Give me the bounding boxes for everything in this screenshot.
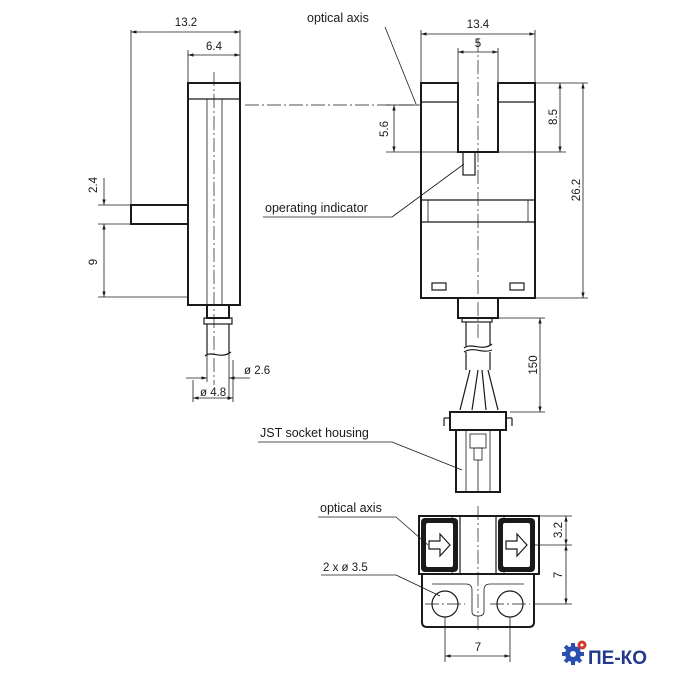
- brand-logo: ПЕ-КО: [562, 640, 647, 669]
- dim-cable-length: 150: [528, 355, 540, 374]
- dim-side-body: 6.4: [206, 41, 223, 53]
- dim-front-width: 13.4: [467, 19, 490, 31]
- dim-axis-offset: 5.6: [379, 121, 391, 137]
- label-optical-axis-bottom: optical axis: [320, 501, 382, 515]
- arrow-right-icon: [428, 532, 451, 558]
- dim-total-height: 26.2: [571, 179, 583, 201]
- arrow-right-icon: [505, 532, 528, 558]
- gear-icon: [562, 640, 587, 665]
- label-operating-indicator: operating indicator: [265, 201, 368, 215]
- dim-side-width: 13.2: [175, 17, 197, 29]
- dim-hole-spacing: 7: [475, 642, 481, 654]
- dim-sleeve-diameter: ø 4.8: [200, 387, 226, 399]
- dim-slot-depth: 8.5: [548, 109, 560, 125]
- dim-tab-height: 9: [88, 259, 100, 265]
- jst-housing: [443, 411, 513, 493]
- side-sleeve: [206, 304, 230, 319]
- bottom-view: 3.2 7 7: [418, 506, 572, 662]
- dim-tab-thickness: 2.4: [88, 176, 100, 193]
- mounting-plate: [421, 573, 535, 628]
- label-optical-axis-top: optical axis: [307, 11, 369, 25]
- side-tab: [130, 204, 189, 225]
- dim-slot-width: 5: [475, 38, 481, 50]
- label-jst-socket-housing: JST socket housing: [260, 426, 369, 440]
- side-view: 13.2 6.4 2.4 9 ø 2.6 ø 4.8: [88, 17, 270, 402]
- dim-cable-diameter: ø 2.6: [244, 365, 270, 377]
- logo-text: ПЕ-КО: [588, 648, 647, 669]
- callouts: optical axis operating indicator JST soc…: [258, 11, 465, 597]
- front-view: 13.4 5 5.6 8.5 26.2 150: [379, 19, 588, 493]
- dim-bottom-axis: 3.2: [553, 522, 565, 538]
- indicator-led: [462, 151, 476, 176]
- label-holes: 2 x ø 3.5: [323, 562, 368, 574]
- dim-bottom-hole-offset: 7: [553, 572, 565, 578]
